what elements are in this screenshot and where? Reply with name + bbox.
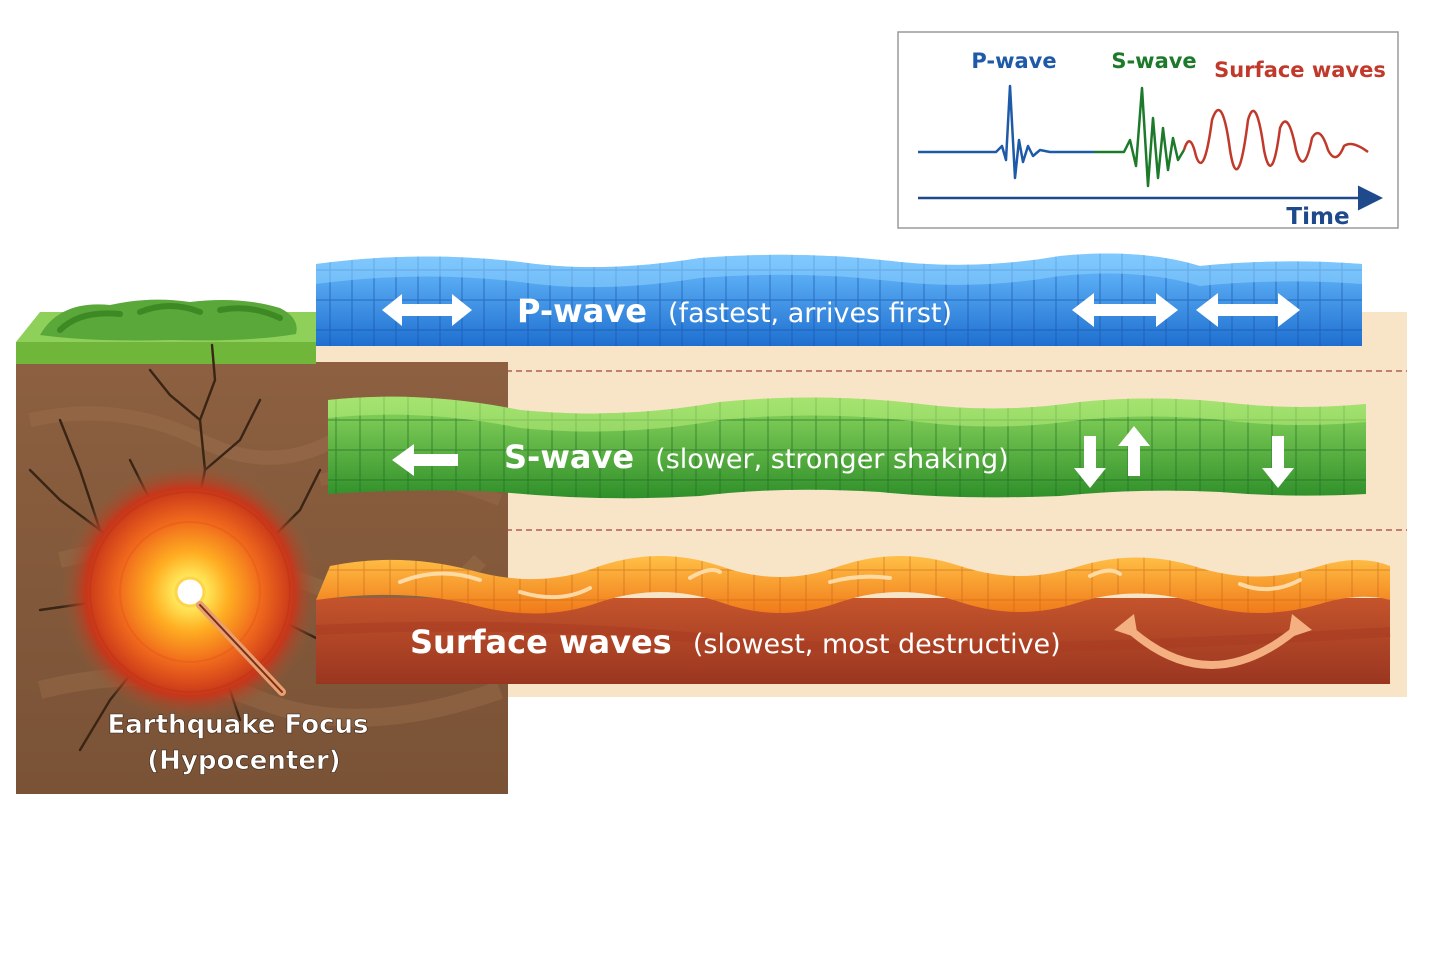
surface-wave-rolling-arrow [1114,614,1312,669]
seismogram-surface-label: Surface waves [1214,58,1386,82]
p-wave-arrow-right [1196,293,1300,327]
focus-ring-2 [119,521,261,663]
focus-label-line2: (Hypocenter) [147,746,340,776]
s-wave-note: (slower, stronger shaking) [655,444,1008,475]
surface-wave-name: Surface waves [410,623,672,661]
s-wave-name: S-wave [504,438,634,476]
seismogram-p-label: P-wave [971,49,1056,73]
focus-point [174,576,206,608]
s-wave-arrow-down-1 [1074,436,1106,488]
svg-text:Surface waves (slowest, mo: Surface waves (slowest, most destructive… [410,623,1061,661]
focus-ring-1 [89,491,291,693]
surface-wave-motion-arrows [398,568,1302,600]
focus-label-line1: Earthquake Focus [108,710,369,740]
p-wave-arrow-mid [1072,293,1178,327]
s-wave-arrow-left [392,444,458,476]
p-wave-name: P-wave [517,292,647,330]
p-wave-note: (fastest, arrives first) [668,298,952,329]
seismogram-trace-surface [1182,108,1369,171]
s-wave-arrow-up [1118,426,1150,476]
seismogram-time-label: Time [1286,204,1349,230]
s-wave-arrow-down-2 [1262,436,1294,488]
surface-wave-band [315,556,1391,684]
surface-wave-note: (slowest, most destructive) [693,629,1061,660]
seismogram-s-label: S-wave [1111,49,1196,73]
seismogram-inset: P-wave S-wave Surface waves Time [897,31,1399,230]
s-wave-band [328,396,1366,499]
seismogram-trace-s [1094,86,1186,188]
p-wave-arrow-left [382,294,472,326]
p-wave-band [316,253,1362,346]
seismogram-trace-p [918,84,1094,180]
svg-text:P-wave (fastest, arrives f: P-wave (fastest, arrives first) [517,292,952,330]
svg-text:S-wave (slower, stronger s: S-wave (slower, stronger shaking) [504,438,1009,476]
